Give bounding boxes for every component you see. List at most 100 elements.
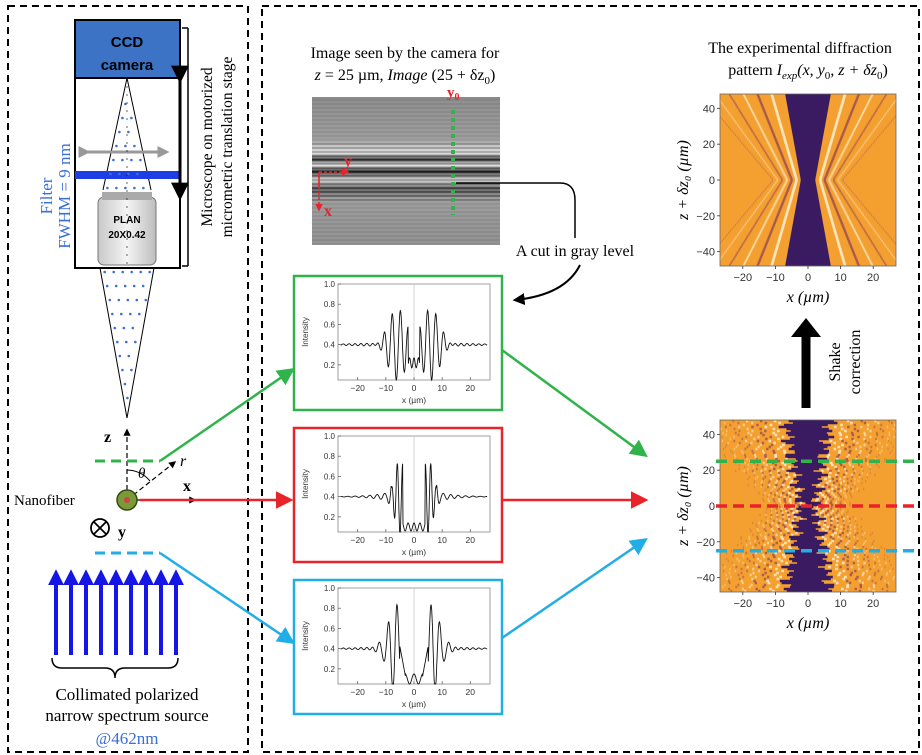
heatmap-fringe (787, 153, 791, 157)
heatmap-fringe (770, 263, 774, 266)
heatmap-fringe (846, 469, 848, 473)
heatmap-fringe (842, 207, 845, 211)
heatmap-fringe (892, 577, 894, 581)
heatmap-fringe (769, 435, 772, 439)
heatmap-fringe (860, 155, 863, 159)
heatmap-fringe (720, 257, 722, 261)
heatmap-fringe (859, 209, 862, 213)
heatmap-fringe (737, 249, 740, 253)
heatmap-fringe (734, 455, 737, 459)
heatmap-fringe (768, 483, 771, 487)
heatmap-fringe (826, 203, 829, 207)
heatmap-fringe (890, 105, 892, 109)
heatmap-fringe (836, 517, 840, 521)
heatmap-fringe (870, 95, 873, 99)
heatmap-core (786, 469, 814, 473)
heatmap-fringe (841, 205, 844, 209)
heatmap-fringe (764, 425, 768, 429)
heatmap-fringe (745, 435, 748, 439)
heatmap-fringe (736, 221, 738, 225)
heatmap-fringe (849, 113, 852, 117)
heatmap-fringe (762, 477, 765, 481)
heatmap-fringe (754, 477, 757, 481)
heatmap-fringe (789, 181, 792, 185)
heatmap-fringe (889, 121, 891, 125)
heatmap-fringe (754, 199, 757, 203)
heatmap-fringe (742, 553, 744, 557)
heatmap-core (799, 169, 817, 173)
heatmap-fringe (834, 165, 837, 169)
heatmap-fringe (780, 535, 783, 539)
heatmap-fringe (828, 485, 831, 489)
heatmap-fringe (780, 167, 783, 171)
heatmap-fringe (735, 469, 737, 473)
heatmap-fringe (906, 256, 907, 259)
heatmap-fringe (837, 179, 840, 183)
heatmap-fringe (860, 420, 863, 423)
heatmap-fringe (763, 223, 766, 227)
heatmap-fringe (833, 425, 837, 429)
heatmap-fringe (754, 453, 757, 457)
heatmap-fringe (829, 461, 833, 465)
heatmap-fringe (851, 495, 853, 499)
heatmap-fringe (752, 451, 755, 455)
heatmap-fringe (785, 561, 788, 565)
heatmap-fringe (729, 243, 732, 247)
heatmap-fringe (858, 207, 860, 211)
heatmap-fringe (782, 171, 785, 175)
light-dot (142, 186, 145, 190)
heatmap-fringe (853, 229, 856, 233)
heatmap-fringe (773, 467, 776, 471)
heatmap-core (804, 487, 826, 491)
heatmap-core (788, 109, 828, 113)
heatmap-fringe (740, 567, 743, 571)
heatmap-fringe (752, 555, 755, 559)
heatmap-fringe (783, 451, 787, 455)
heatmap-fringe (892, 427, 895, 431)
heatmap-fringe (872, 589, 875, 592)
heatmap-fringe (826, 169, 830, 173)
heatmap-fringe (770, 513, 773, 517)
heatmap-fringe (794, 531, 798, 535)
heatmap-core (786, 255, 830, 259)
heatmap-fringe (846, 201, 849, 205)
heatmap-fringe (854, 99, 858, 103)
heatmap-fringe (759, 255, 763, 259)
heatmap-fringe (778, 487, 781, 491)
heatmap-core (786, 259, 830, 263)
heatmap-fringe (733, 225, 735, 229)
heatmap-fringe (837, 241, 840, 245)
heatmap-fringe (839, 477, 842, 481)
heatmap-fringe (846, 579, 849, 583)
heatmap-fringe (716, 582, 718, 585)
heatmap-fringe (826, 455, 830, 459)
heatmap-fringe (776, 197, 779, 201)
heatmap-fringe (776, 243, 780, 247)
heatmap-fringe (904, 254, 905, 257)
heatmap-fringe (729, 127, 732, 131)
heatmap-fringe (715, 94, 717, 97)
heatmap-core (790, 233, 826, 237)
heatmap-fringe (747, 253, 751, 257)
heatmap-fringe (852, 443, 855, 447)
heatmap-fringe (864, 249, 867, 253)
light-dot (109, 172, 112, 176)
heatmap-fringe (732, 257, 735, 261)
heatmap-fringe (907, 424, 908, 427)
heatmap-fringe (868, 451, 871, 455)
heatmap-core (793, 541, 822, 545)
heatmap-fringe (773, 165, 776, 169)
heatmap-fringe (880, 449, 883, 453)
heatmap-fringe (748, 149, 750, 153)
heatmap-fringe (748, 443, 751, 447)
heatmap-fringe (835, 507, 837, 511)
heatmap-fringe (751, 469, 754, 473)
heatmap-fringe (783, 219, 787, 223)
heatmap-fringe (874, 473, 876, 477)
heatmap-core (795, 205, 821, 209)
heatmap-fringe (824, 477, 827, 481)
heatmap-fringe (735, 253, 737, 257)
heatmap-fringe (769, 175, 772, 179)
heatmap-fringe (881, 575, 883, 579)
heatmap-core (793, 137, 823, 141)
